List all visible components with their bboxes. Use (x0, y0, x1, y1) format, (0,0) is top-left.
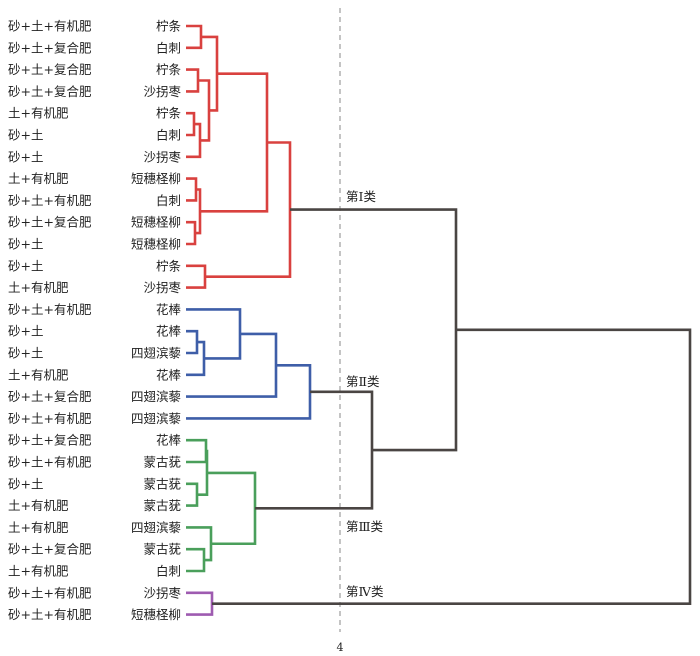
leaf-species-label: 短穗柽柳 (131, 171, 181, 186)
leaf-species-label: 四翅滨藜 (131, 346, 182, 361)
leaf-species-label: 四翅滨藜 (131, 411, 182, 426)
dendrogram-branch (186, 482, 199, 507)
leaf-treatment-label: 土+有机肥 (8, 367, 69, 382)
leaf-species-label: 沙拐枣 (143, 585, 181, 600)
leaf-species-label: 四翅滨藜 (131, 389, 182, 404)
leaf-treatment-label: 砂+土+复合肥 (8, 40, 92, 55)
dendrogram-branch (186, 24, 203, 50)
leaf-species-label: 柠条 (156, 19, 182, 34)
cluster-label-4: 第Ⅳ类 (346, 584, 384, 599)
leaf-species-label: 白刺 (156, 564, 181, 579)
leaf-species-label: 花棒 (156, 302, 182, 317)
dendrogram-branch (186, 591, 214, 616)
leaf-treatment-label: 砂+土 (8, 128, 43, 143)
leaf-treatment-label: 土+有机肥 (8, 498, 69, 513)
dendrogram-branch (205, 141, 292, 278)
leaf-treatment-label: 砂+土 (8, 324, 43, 339)
leaf-species-label: 短穗柽柳 (131, 215, 181, 230)
dendrogram-branch (207, 471, 257, 546)
leaf-species-label: 沙拐枣 (143, 84, 181, 99)
leaf-species-label: 白刺 (156, 40, 181, 55)
leaf-species-label: 蒙古莸 (143, 476, 181, 491)
dendrogram-branch (186, 264, 207, 289)
dendrogram-branch (186, 308, 242, 360)
dendrogram-branch (186, 526, 213, 562)
leaf-treatment-label: 砂+土+有机肥 (8, 607, 92, 622)
cluster-label-1: 第Ⅰ类 (346, 189, 376, 204)
leaf-species-label: 蒙古莸 (143, 455, 181, 470)
leaf-species-label: 花棒 (156, 433, 182, 448)
leaf-species-label: 短穗柽柳 (131, 607, 181, 622)
leaf-treatment-label: 砂+土 (8, 149, 43, 164)
leaf-treatment-label: 砂+土+复合肥 (8, 84, 92, 99)
leaf-treatment-label: 砂+土+复合肥 (8, 215, 92, 230)
leaf-treatment-label: 砂+土 (8, 476, 43, 491)
leaf-species-label: 沙拐枣 (143, 149, 181, 164)
dendrogram-branch (186, 340, 206, 377)
leaf-treatment-label: 砂+土+有机肥 (8, 19, 92, 34)
leaf-species-label: 白刺 (156, 193, 181, 208)
dendrogram-branch (186, 329, 199, 355)
leaf-species-label: 柠条 (156, 62, 182, 77)
dendrogram-branches (186, 24, 692, 616)
leaf-treatment-label: 砂+土 (8, 346, 43, 361)
leaf-labels: 砂+土+有机肥柠条砂+土+复合肥白刺砂+土+复合肥柠条砂+土+复合肥沙拐枣土+有… (8, 19, 181, 623)
leaf-treatment-label: 土+有机肥 (8, 171, 69, 186)
leaf-treatment-label: 土+有机肥 (8, 280, 69, 295)
dendrogram-branch (186, 547, 206, 573)
leaf-treatment-label: 砂+土+复合肥 (8, 62, 92, 77)
dendrogram-branch (186, 438, 208, 464)
dendrogram-branch (186, 111, 196, 137)
dendrogram-branch (186, 220, 197, 246)
leaf-species-label: 花棒 (156, 324, 182, 339)
leaf-treatment-label: 土+有机肥 (8, 564, 69, 579)
leaf-species-label: 蒙古莸 (143, 498, 181, 513)
leaf-treatment-label: 砂+土+复合肥 (8, 389, 92, 404)
leaf-treatment-label: 土+有机肥 (8, 106, 69, 121)
leaf-treatment-label: 土+有机肥 (8, 520, 69, 535)
leaf-treatment-label: 砂+土+复合肥 (8, 433, 92, 448)
cluster-label-3: 第Ⅲ类 (346, 519, 384, 534)
dendrogram-branch (186, 68, 200, 93)
leaf-treatment-label: 砂+土+有机肥 (8, 302, 92, 317)
leaf-treatment-label: 砂+土+有机肥 (8, 585, 92, 600)
cut-line-value: 4 (337, 641, 344, 654)
leaf-species-label: 花棒 (156, 367, 182, 382)
leaf-treatment-label: 砂+土+有机肥 (8, 193, 92, 208)
dendrogram-branch (212, 328, 692, 605)
leaf-treatment-label: 砂+土 (8, 258, 43, 273)
dendrogram-branch (255, 390, 374, 510)
leaf-species-label: 短穗柽柳 (131, 237, 181, 252)
leaf-treatment-label: 砂+土+有机肥 (8, 455, 92, 470)
leaf-treatment-label: 砂+土+有机肥 (8, 411, 92, 426)
leaf-treatment-label: 砂+土+复合肥 (8, 542, 92, 557)
leaf-species-label: 蒙古莸 (143, 542, 181, 557)
leaf-species-label: 柠条 (156, 106, 182, 121)
leaf-treatment-label: 砂+土 (8, 237, 43, 252)
cluster-label-2: 第Ⅱ类 (346, 374, 380, 389)
dendrogram-branch (186, 177, 198, 202)
leaf-species-label: 柠条 (156, 258, 182, 273)
leaf-species-label: 白刺 (156, 128, 181, 143)
leaf-species-label: 沙拐枣 (143, 280, 181, 295)
leaf-species-label: 四翅滨藜 (131, 520, 182, 535)
